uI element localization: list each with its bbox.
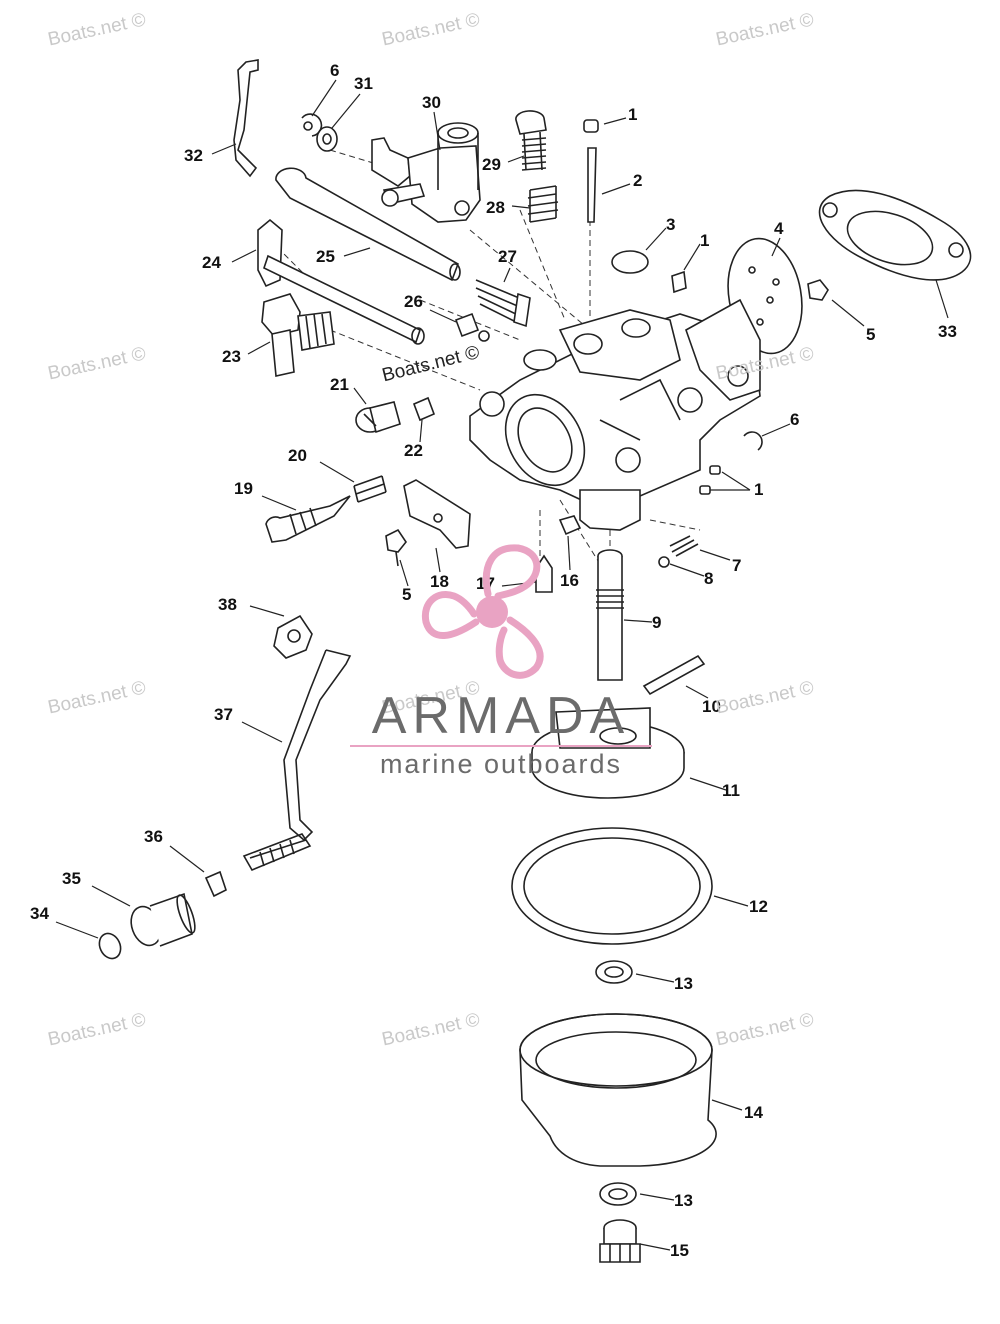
callout-24: 24 [202,253,221,272]
part-6-e-clip-right [743,431,763,451]
part-11-float [531,707,685,799]
part-18-bracket [403,479,471,549]
part-23-fuel-fitting [261,293,335,377]
callout-38: 38 [218,595,237,614]
brand-name: ARMADA [371,687,631,745]
part-37-choke-link [242,649,352,872]
part-13-washer-upper [595,960,633,984]
callout-26: 26 [404,292,423,311]
part-31-washer [316,126,338,152]
part-33-gasket [818,189,972,281]
callout-28: 28 [486,198,505,217]
callout-7: 7 [732,556,741,575]
carburetor-body [469,298,761,531]
callout-1-top: 1 [628,105,637,124]
callout-1-lower: 1 [754,480,763,499]
part-27-needle-spring [475,279,531,328]
part-29-idle-screw [515,110,547,171]
part-14-float-bowl [519,1013,717,1167]
callout-5-right: 5 [866,325,875,344]
part-15-drain-plug [599,1219,641,1263]
callout-11: 11 [722,781,740,800]
callout-3: 3 [666,215,675,234]
callout-1-right: 1 [700,231,709,250]
callout-13-lower: 13 [674,1191,693,1210]
part-19-idle-needle [265,495,351,543]
callout-4: 4 [774,219,784,238]
callout-8: 8 [704,569,713,588]
part-8-check-ball [658,556,670,568]
callout-15: 15 [670,1241,689,1260]
callout-30: 30 [422,93,441,112]
part-1-plug-right [671,270,687,294]
brand-logo: ARMADA marine outboards [346,690,656,779]
part-9-emulsion-tube [596,549,624,681]
part-34-cap [98,932,122,960]
part-28-spring [527,185,559,223]
part-20-spring [353,475,387,503]
callout-5-left: 5 [402,585,411,604]
callout-22: 22 [404,441,423,460]
part-26-needle-seat [454,312,490,342]
part-1-plugs-lower [699,465,721,495]
part-38-wire-clip [273,614,313,659]
callout-12: 12 [749,897,768,916]
callout-2: 2 [633,171,642,190]
callout-10: 10 [702,697,721,716]
leader-lines [55,79,949,1251]
callout-19: 19 [234,479,253,498]
part-16-needle-seat [558,515,582,536]
callout-37: 37 [214,705,233,724]
part-36-clip [204,870,227,898]
part-30-throttle-bracket [371,122,481,223]
part-5-screw-left [385,528,407,567]
callout-13-upper: 13 [674,974,693,993]
brand-divider [350,745,652,747]
callout-25: 25 [316,247,335,266]
callout-20: 20 [288,446,307,465]
part-25-choke-shaft [275,167,461,282]
part-32-throttle-link [233,59,259,178]
part-13-washer-lower [599,1182,637,1206]
callout-35: 35 [62,869,81,888]
callout-16: 16 [560,571,579,590]
part-22-fitting [412,396,436,422]
part-21-plug [355,401,401,434]
part-5-nut-right [807,279,829,301]
callout-27: 27 [498,247,517,266]
brand-tagline: marine outboards [379,749,623,779]
callout-18: 18 [430,572,449,591]
callout-labels: 1 2 3 1 4 5 33 6 31 30 29 28 32 24 25 27… [30,61,957,1260]
part-35-choke-knob [130,892,196,947]
callout-31: 31 [354,74,373,93]
callout-34: 34 [30,904,49,923]
part-1-plug-top [583,119,599,133]
part-12-bowl-gasket [511,827,713,945]
part-24-throttle-shaft [257,218,425,345]
callout-32: 32 [184,146,203,165]
callout-6-right: 6 [790,410,799,429]
part-3-welch-plug [611,250,649,274]
callout-29: 29 [482,155,501,174]
part-10-float-pin [642,654,706,696]
callout-9: 9 [652,613,661,632]
callout-33: 33 [938,322,957,341]
part-7-spring [669,535,699,557]
propeller-icon [421,544,544,679]
callout-21: 21 [330,375,349,394]
part-6-e-clip [301,113,323,137]
callout-36: 36 [144,827,163,846]
callout-14: 14 [744,1103,763,1122]
callout-6-top: 6 [330,61,339,80]
part-2-pin-rod [587,147,597,223]
callout-23: 23 [222,347,241,366]
